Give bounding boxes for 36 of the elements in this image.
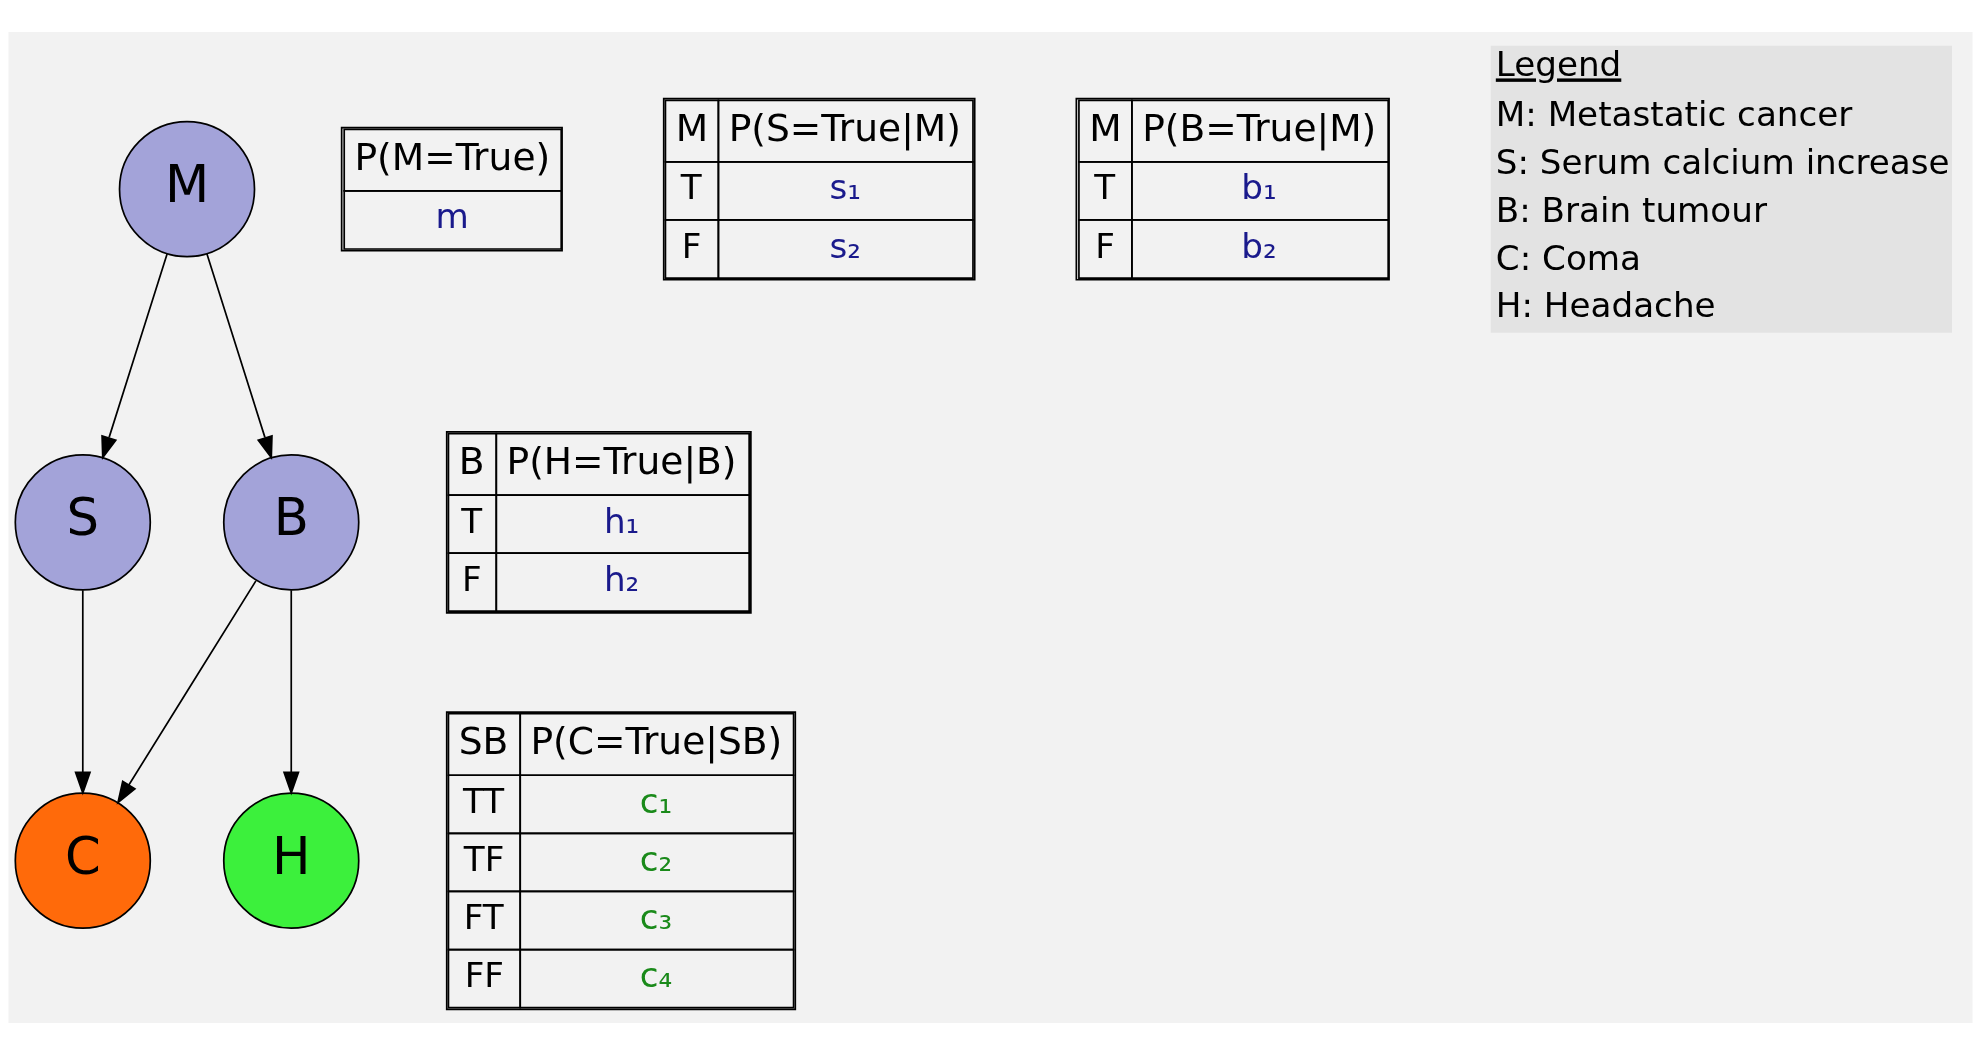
label: c₃ [639,897,673,938]
label: P(B=True|M) [1142,105,1377,150]
label: c₂ [639,838,673,879]
label: F [1095,225,1115,266]
label: F [681,225,702,266]
label: Legend [1495,44,1622,85]
label: M [675,105,709,150]
label: T [1094,167,1116,208]
label: T [680,167,702,208]
label: b₁ [1241,167,1277,208]
label: M: Metastatic cancer [1495,93,1853,134]
label: P(H=True|B) [506,438,737,483]
label: F [462,558,482,599]
label: H: Headache [1495,285,1716,326]
label: SB [458,719,509,764]
label: B: Brain tumour [1495,189,1767,230]
label: TF [463,838,505,879]
label: s₂ [829,225,861,266]
label: m [435,196,469,237]
label: FT [463,897,504,938]
label: s₁ [829,167,861,208]
label: c₁ [639,780,673,821]
label: C: Coma [1495,237,1641,278]
label: T [461,500,483,541]
label: b₂ [1241,225,1277,266]
label: P(M=True) [354,134,551,179]
label: M [1089,105,1122,150]
label: h₂ [603,558,640,599]
label: B [458,438,485,483]
label: S: Serum calcium increase [1495,141,1950,182]
label: TT [462,780,505,821]
label: FF [464,955,504,996]
label: c₄ [639,955,673,996]
label: h₁ [603,500,640,541]
label: P(C=True|SB) [530,719,783,764]
label: P(S=True|M) [728,105,961,150]
